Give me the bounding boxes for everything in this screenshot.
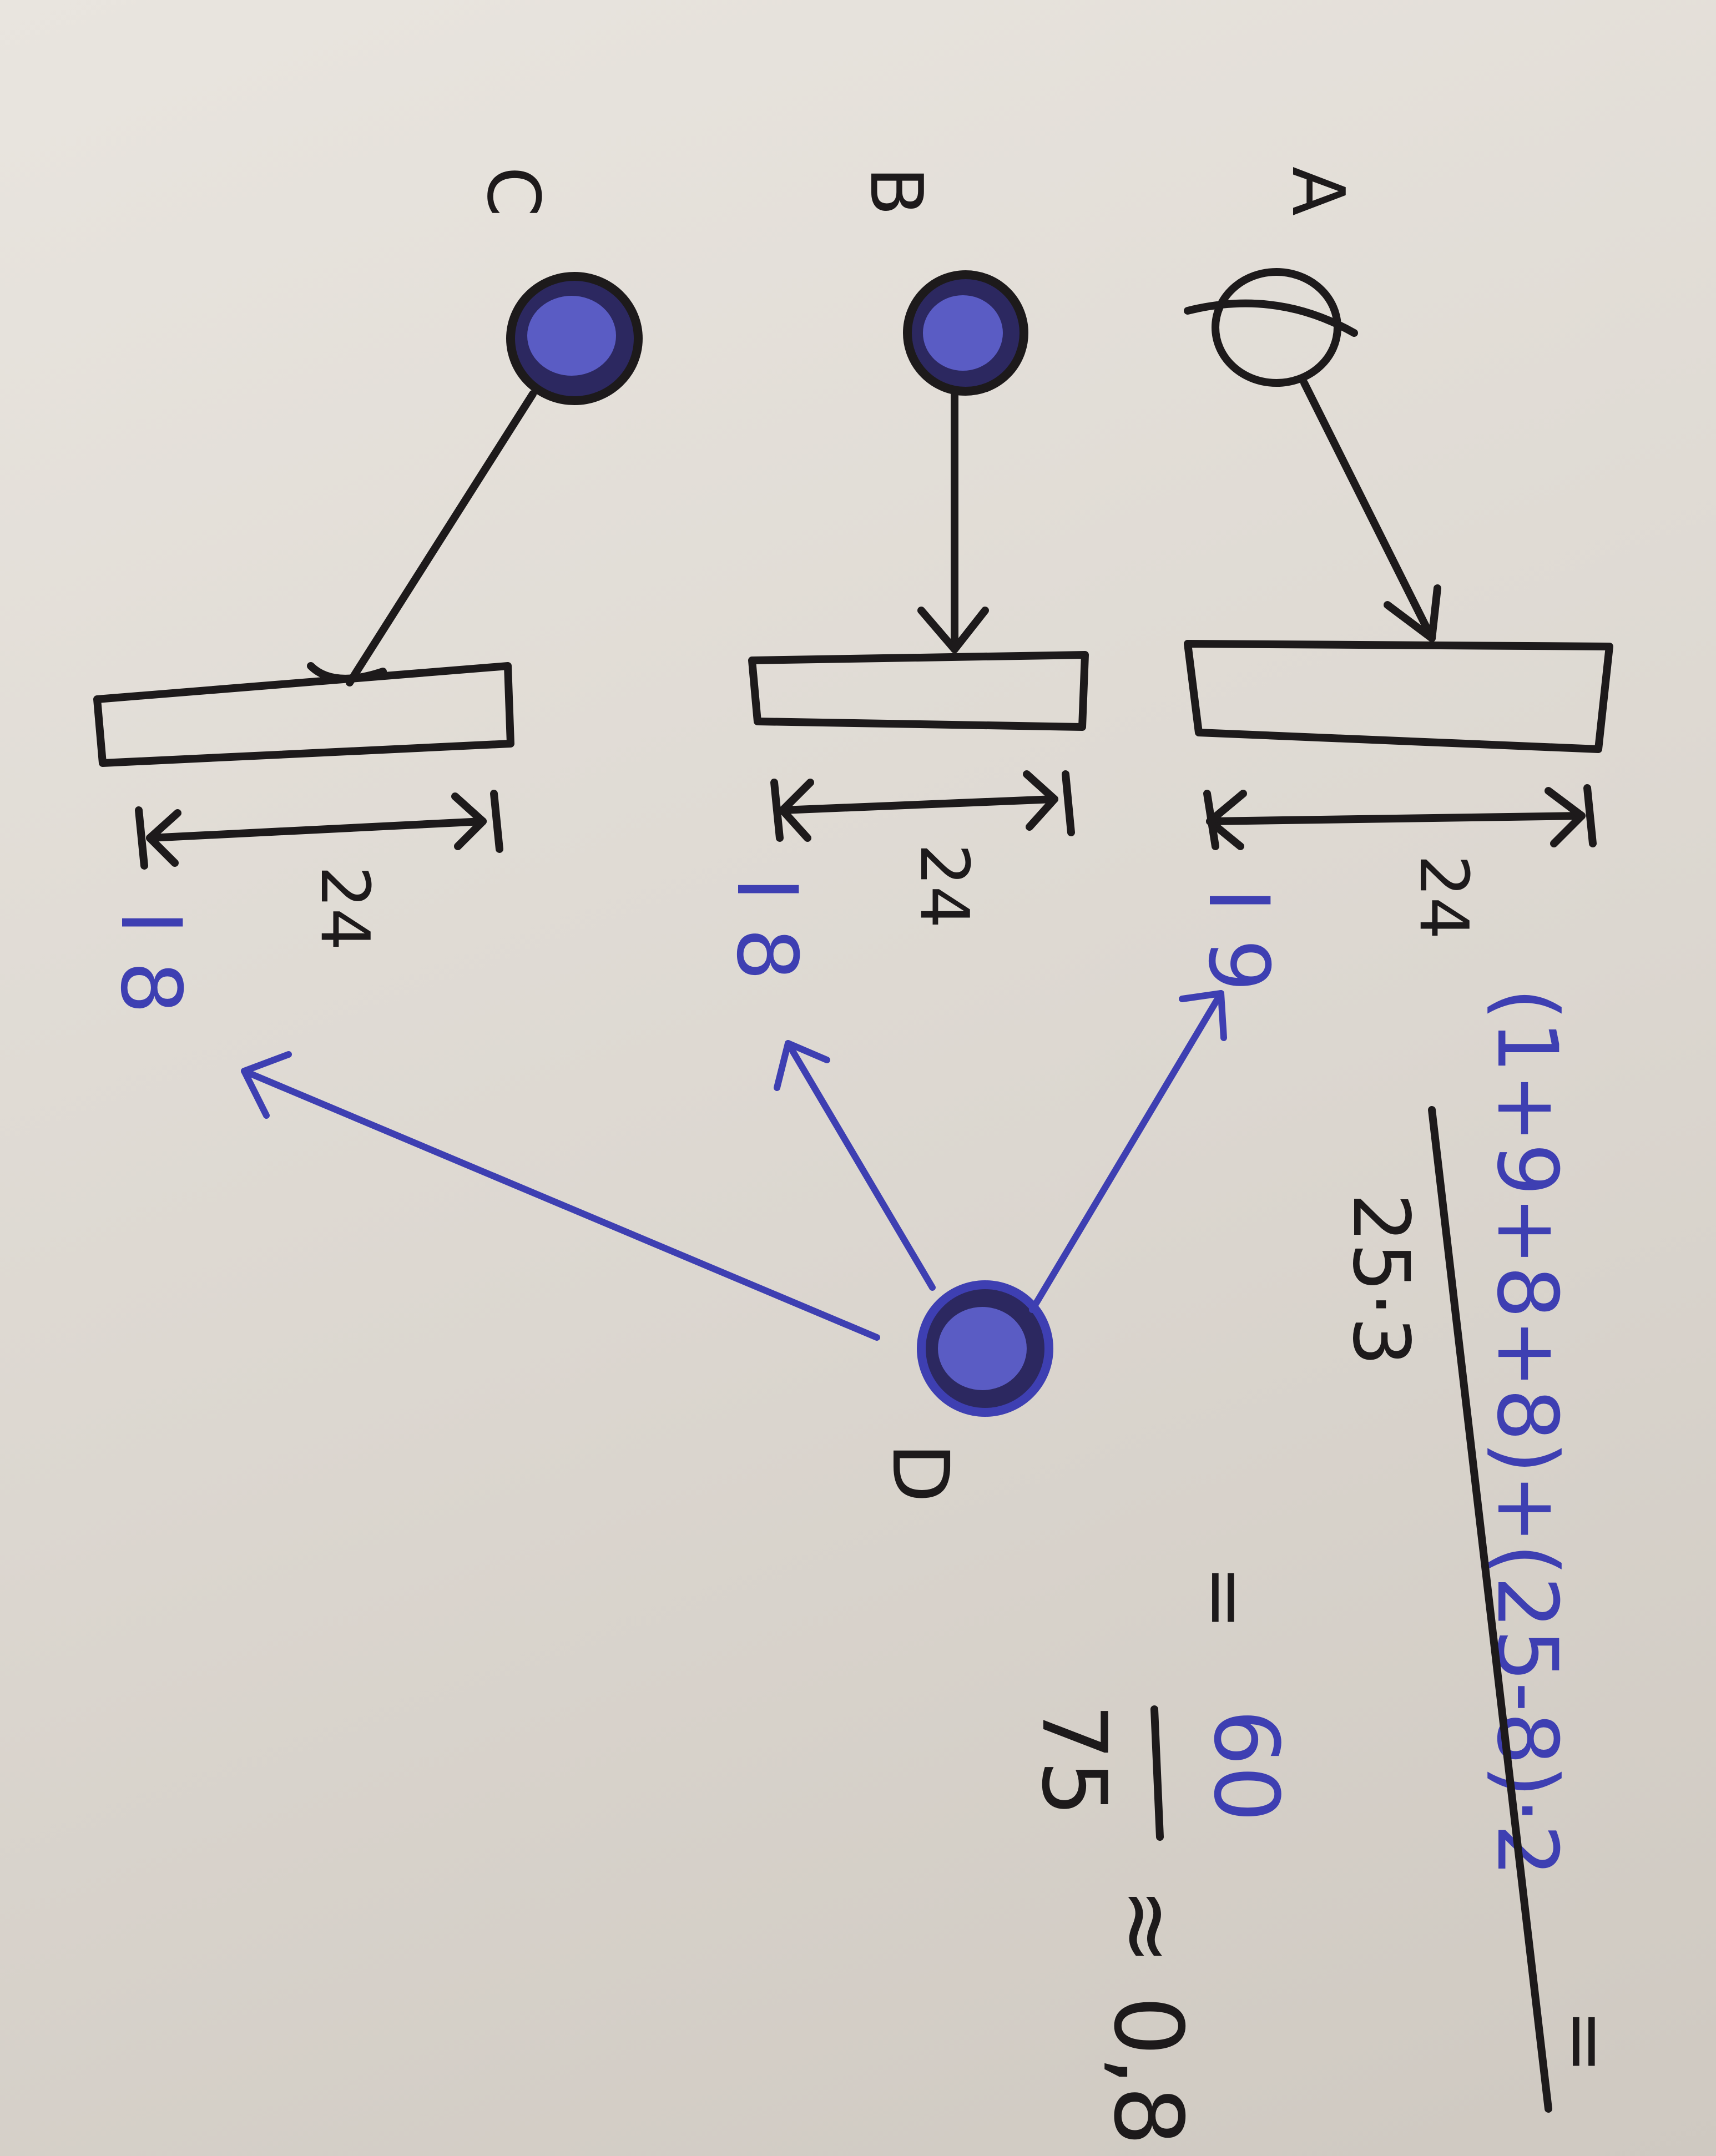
bar-b: 24 I 8: [718, 651, 1089, 981]
node-c-fill: [527, 296, 616, 376]
bar-a-tick-right: [1583, 784, 1597, 847]
edge-a-to-bar-a: [1300, 379, 1436, 642]
bar-c-arrowhead-right: [451, 792, 487, 850]
bar-c-value-label: I 8: [102, 910, 199, 1014]
bar-b-tick-left: [770, 779, 784, 842]
edge-d-to-c: [241, 1068, 880, 1341]
bar-a-rect: [1184, 640, 1613, 753]
edges-blue: [241, 990, 1227, 1341]
edges-black: [307, 379, 1441, 686]
bar-c-span-label: 24: [306, 866, 383, 951]
bar-b-tick-right: [1062, 770, 1075, 836]
node-d-fill: [938, 1307, 1027, 1390]
edge-d-to-a-arrowhead: [1179, 990, 1227, 1041]
node-d-label: D: [875, 1443, 965, 1503]
bar-b-span-label: 24: [905, 844, 982, 928]
bar-b-arrowhead-left: [779, 779, 814, 842]
node-a-label: A: [1276, 166, 1360, 216]
formula-result-numerator: 60: [1194, 1709, 1298, 1822]
edge-c-scribble: [307, 662, 387, 683]
bar-a-span-label: 24: [1405, 855, 1482, 940]
bar-a-arrowhead-right: [1545, 787, 1586, 847]
bar-c: 24 I 8: [93, 662, 514, 1014]
bar-c-rect: [93, 662, 514, 767]
formula: (1+9+8+8)+(25-8)·2 25·3 = = 60 75 ≈ 0,8: [1022, 988, 1631, 2146]
formula-fraction-bar: [1428, 1106, 1552, 2113]
bar-a-value-label: I 9: [1190, 888, 1286, 992]
node-d: D: [875, 1280, 1053, 1503]
node-c-label: C: [471, 166, 556, 217]
formula-denominator: 25·3: [1335, 1193, 1426, 1366]
node-b-label: B: [854, 166, 938, 216]
node-b: B: [854, 166, 1028, 396]
edge-c-to-bar-c: [346, 390, 537, 686]
edge-d-to-b-arrowhead: [774, 1040, 830, 1091]
formula-equals-2: =: [1180, 1565, 1270, 1630]
edge-d-to-b: [785, 1040, 936, 1291]
formula-result-fraction-bar: [1150, 1705, 1164, 1841]
node-a-circle: [1212, 268, 1341, 387]
bar-b-arrowhead-right: [1023, 770, 1058, 831]
node-c: C: [471, 166, 643, 405]
node-b-fill: [923, 295, 1003, 371]
bar-b-value-label: I 8: [718, 877, 815, 981]
bar-c-arrowhead-left: [146, 809, 181, 867]
bar-a: 24 I 9: [1184, 640, 1613, 992]
bar-c-tick-left: [135, 806, 148, 870]
formula-equals-1: =: [1541, 2009, 1631, 2074]
bar-b-span-line: [779, 795, 1058, 814]
edge-d-to-c-arrowhead: [241, 1051, 292, 1119]
formula-result-denominator: 75: [1022, 1704, 1126, 1817]
bar-b-rect: [748, 651, 1089, 731]
edge-b-arrowhead: [917, 607, 989, 653]
bar-a-span-line: [1206, 812, 1586, 825]
bar-c-span-line: [146, 817, 487, 842]
formula-result-approx: ≈ 0,8: [1093, 1887, 1203, 2146]
edge-d-to-a: [1029, 990, 1224, 1313]
formula-numerator: (1+9+8+8)+(25-8)·2: [1478, 988, 1575, 1877]
bar-a-tick-left: [1203, 790, 1219, 850]
node-a: A: [1184, 166, 1360, 387]
edge-a-arrowhead: [1384, 584, 1441, 642]
bar-c-tick-right: [490, 790, 503, 853]
node-a-stroke: [1184, 299, 1358, 337]
